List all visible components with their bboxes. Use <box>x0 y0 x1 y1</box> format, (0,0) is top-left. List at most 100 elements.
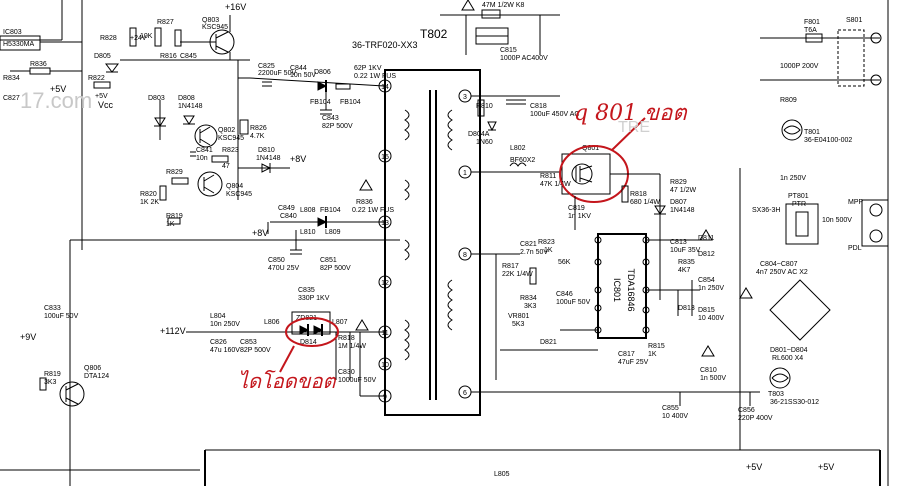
c813-val: 10uF 35V <box>670 247 701 254</box>
svg-text:11: 11 <box>381 330 388 337</box>
d810-part: 1N4148 <box>256 155 281 162</box>
d811-ref: D811 <box>698 235 714 242</box>
d804a-ref: D804A <box>468 131 490 138</box>
q806-area: C833 100uF 50V +9V R819 3K3 Q806 DTA124 <box>20 305 109 407</box>
r805-ref: R810 <box>476 103 493 110</box>
l804-val: 10n 250V <box>210 321 240 328</box>
c857b: 10 400V <box>698 315 724 322</box>
c850-val: 470U 25V <box>268 265 299 272</box>
d813-ref: D813 <box>678 305 695 312</box>
c833-ref: C833 <box>44 305 61 312</box>
d812-ref: D812 <box>698 251 715 258</box>
c853-val: 82P 500V <box>240 347 271 354</box>
q803-ref: Q803 <box>202 17 219 24</box>
svg-text:10: 10 <box>381 362 389 369</box>
ic801-part: TDA16846 <box>626 268 636 311</box>
r817-ref: R817 <box>502 263 519 270</box>
l809-val: FB104 <box>340 99 361 106</box>
plus24-label: +24V <box>130 35 147 42</box>
ic803-part: H5330MA <box>3 41 34 48</box>
c846-ref: C846 <box>556 291 573 298</box>
transformer-pins-left: 14 15 13 12 11 10 9 <box>378 79 392 403</box>
c821-ref: C821 <box>520 241 537 248</box>
c844-ref: C844 <box>290 65 307 72</box>
l808-val: FB104 <box>310 99 331 106</box>
r811-ref: R811 <box>540 173 556 180</box>
r815-val: 1K <box>648 351 657 358</box>
fus2: 0.22 1W FUS <box>352 207 394 214</box>
r815-ref: R815 <box>648 343 665 350</box>
c854-val: 1n 250V <box>698 285 724 292</box>
c844-val: 10n 50V <box>290 72 316 79</box>
plus5-label-b: +5V <box>95 93 108 100</box>
c802-val: 1n 250V <box>780 175 806 182</box>
c857-val: 10 400V <box>662 413 688 420</box>
r823b-val: 1K <box>544 247 553 254</box>
overlay-letters: TRE <box>618 119 650 136</box>
r835-val: 4K7 <box>678 267 691 274</box>
q806-part: DTA124 <box>84 373 109 380</box>
c817-ref: C817 <box>618 351 635 358</box>
c830-val: 1000uF 50V <box>338 377 376 384</box>
c830-ref: C830 <box>338 369 355 376</box>
d815-ref: D815 <box>698 307 715 314</box>
r801-val: R809 <box>780 97 797 104</box>
q806-ref: Q806 <box>84 365 101 372</box>
c-label-3: C827 <box>3 95 20 102</box>
d807-ref: D807 <box>670 199 687 206</box>
secondary-rectifiers: C825 2200uF 50V C844 10n 50V D806 FB104 … <box>160 63 396 397</box>
d805-ref: D805 <box>94 53 111 60</box>
c840-val: 10n <box>196 155 208 162</box>
c827-ref: C826 <box>210 339 227 346</box>
c856-val: 220P 400V <box>738 415 773 422</box>
c826-val: 47u 160V <box>210 347 240 354</box>
c849-ref: C849 <box>278 205 295 212</box>
bridge-part: RL600 X4 <box>772 355 803 362</box>
transformer-ref: T802 <box>420 27 448 41</box>
l809-ref: L809 <box>325 229 341 236</box>
left-control-area: Q803 KSC945 +16V R827 10K R816 C845 R828… <box>88 2 306 228</box>
r826-val: 4.7K <box>250 133 265 140</box>
ic803-ref: IC803 <box>3 29 22 36</box>
l804-ref: L804 <box>210 313 226 320</box>
mains-section: F801 T6A S801 T801 36-E04100-002 1000P 2… <box>739 17 889 450</box>
c843-ref: C843 <box>322 115 339 122</box>
c825-ref: C825 <box>258 63 275 70</box>
r829-val: 47 1/2W <box>670 187 696 194</box>
c855-val: 1n 500V <box>700 375 726 382</box>
c801-val: 1000P 200V <box>780 63 819 70</box>
diode-note: ไดโอดขอต <box>238 369 336 393</box>
t801-ref: T801 <box>804 129 820 136</box>
t803-ref: T803 <box>768 391 784 398</box>
bottom-caps: C810 1n 500V C855 10 400V C856 220P 400V… <box>471 367 819 422</box>
vr-part: 5K3 <box>512 321 525 328</box>
ic801-right-network: C813 10uF 35V R835 4K7 D811 D812 C854 1n… <box>646 235 724 322</box>
c804-part: 4n7 250V AC X2 <box>756 269 808 276</box>
mpp-label: MPP <box>848 199 864 206</box>
svg-text:3: 3 <box>463 94 467 101</box>
r817-val: 22K 1/4W <box>502 271 533 278</box>
r813-val: 47K 1/4W <box>540 181 571 188</box>
c835-val: 330P 1KV <box>298 295 330 302</box>
plus112-label: +112V <box>160 326 186 336</box>
r823-val: 47 <box>222 163 230 170</box>
svg-text:13: 13 <box>381 220 389 227</box>
secondary-winding <box>404 109 410 361</box>
d806-ref: D806 <box>314 69 331 76</box>
c852-val: 82P 500V <box>320 265 351 272</box>
svg-text:6: 6 <box>463 390 467 397</box>
r835-ref: R835 <box>678 259 695 266</box>
c833-val: 100uF 50V <box>44 313 79 320</box>
r818b-ref: R818 <box>630 191 647 198</box>
c821-val: 2.7n 50V <box>520 249 548 256</box>
r826-ref: R826 <box>250 125 267 132</box>
r834-val: 3K3 <box>524 303 537 310</box>
svg-text:8: 8 <box>463 252 467 259</box>
d810-ref: D810 <box>258 147 275 154</box>
r823b: R823 <box>538 239 555 246</box>
q801-area: R810 C818 100uF 450V AC D804A 1N60 L802 … <box>468 95 696 300</box>
q804-ref: Q804 <box>226 183 243 190</box>
r829-ref: R829 <box>166 169 183 176</box>
r819b-val: 3K3 <box>44 379 57 386</box>
